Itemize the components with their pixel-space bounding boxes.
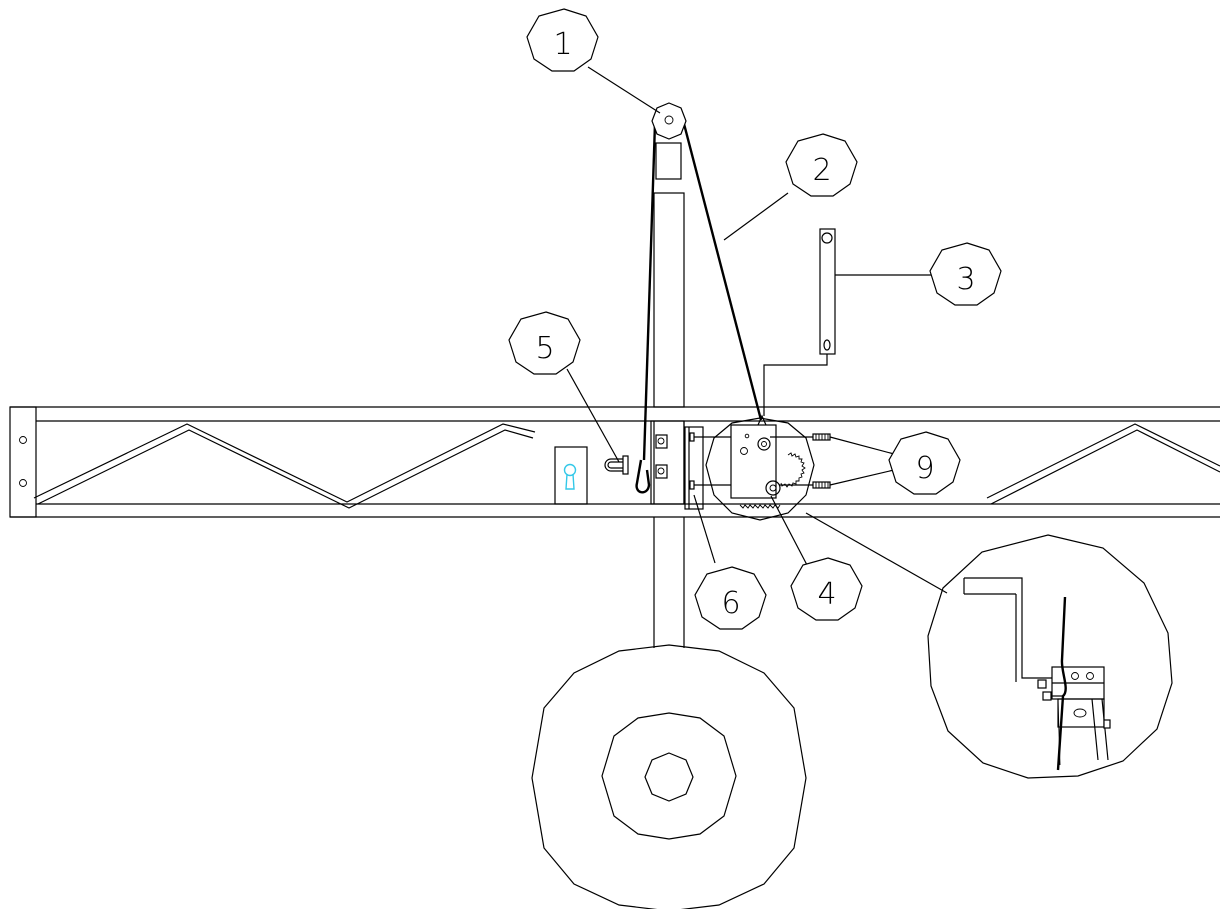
callout-5: 5 — [508, 311, 581, 375]
truss-beam — [9, 406, 1220, 518]
wheel-rim — [601, 712, 737, 840]
end-cap-hole — [19, 479, 27, 487]
callout-label: 1 — [553, 27, 572, 62]
wheel-outer — [531, 644, 807, 909]
callout-9: 9 — [888, 431, 961, 495]
mounting-plate — [650, 420, 731, 510]
winch-gear-teeth — [780, 452, 806, 488]
end-cap-hole — [19, 436, 27, 444]
truss-zigzag — [33, 423, 536, 503]
u-bolt — [604, 455, 629, 475]
callout-2: 2 — [785, 133, 858, 197]
leader-lines — [566, 66, 932, 566]
truss-zigzag — [37, 429, 534, 509]
pulley-bracket — [655, 142, 682, 180]
wheel-hub — [644, 752, 694, 802]
truss-zigzag — [990, 429, 1220, 505]
wheel — [531, 644, 807, 909]
beam-end-cap — [9, 406, 37, 518]
winch — [705, 414, 815, 521]
callout-6: 6 — [694, 566, 767, 630]
cable — [642, 119, 763, 461]
detail-inset — [805, 512, 1173, 779]
crank-handle — [763, 228, 836, 416]
callout-label: 3 — [956, 262, 975, 297]
detail-inset-circle — [927, 534, 1173, 779]
truss-zigzag — [986, 423, 1220, 499]
callout-label: 6 — [721, 586, 740, 621]
callout-label: 4 — [817, 577, 836, 612]
callout-label: 2 — [812, 153, 831, 188]
bolts — [770, 433, 831, 489]
callout-label: 9 — [915, 451, 934, 486]
winch-body — [730, 424, 777, 499]
callout-3: 3 — [929, 242, 1002, 306]
callout-1: 1 — [526, 8, 599, 72]
cable-hook — [635, 459, 651, 494]
winch-detail-outline — [705, 417, 815, 521]
callout-label: 5 — [535, 331, 554, 366]
keyhole-plate — [554, 446, 588, 505]
pulley — [651, 102, 687, 140]
callout-4: 4 — [790, 557, 863, 621]
vertical-post — [653, 142, 685, 648]
keyhole-icon — [563, 463, 577, 477]
